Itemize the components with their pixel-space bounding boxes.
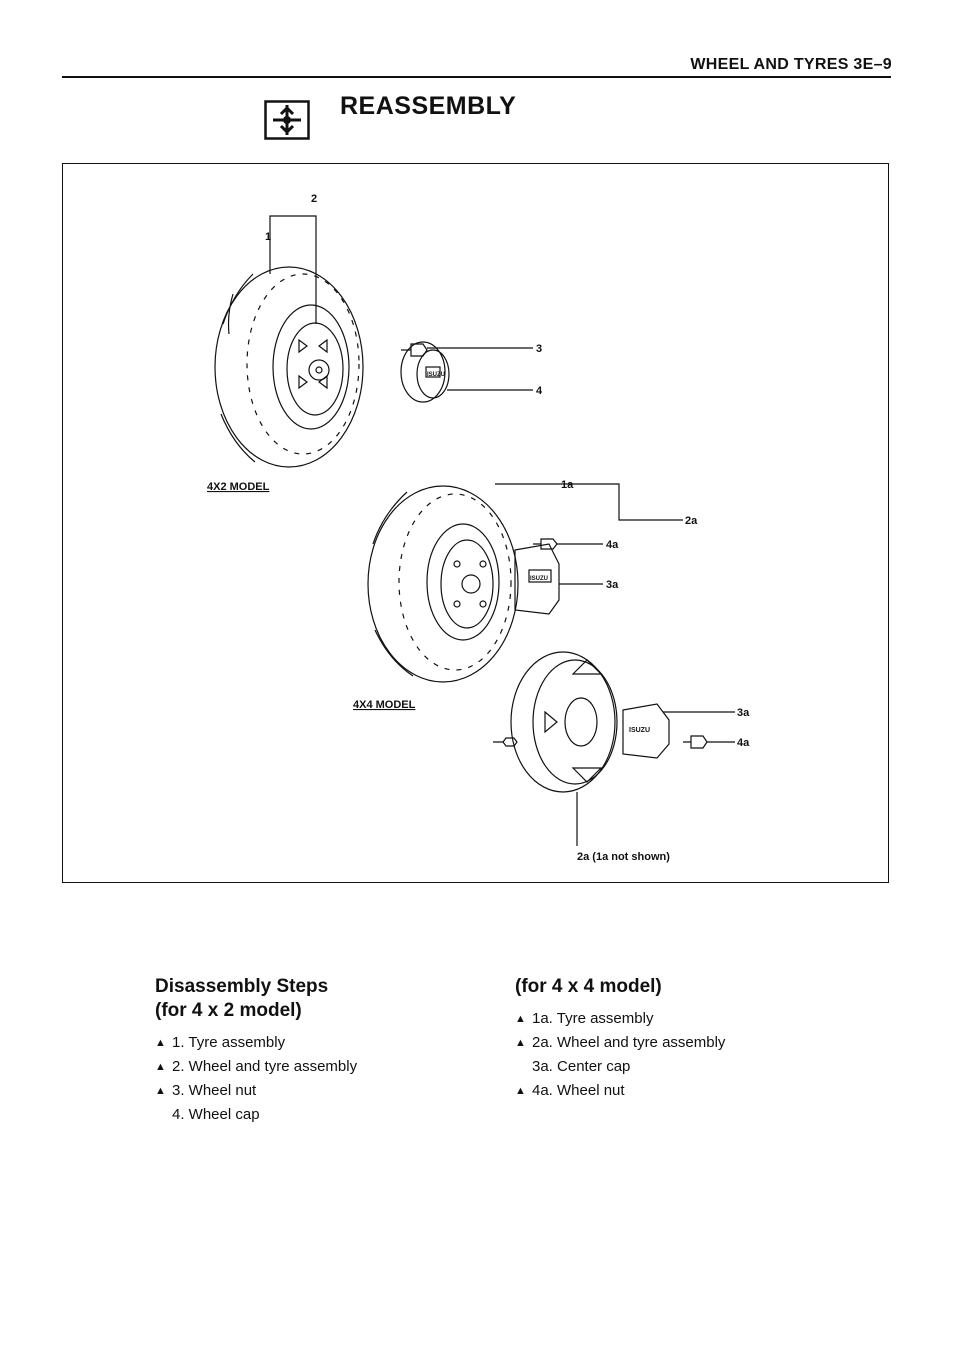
model-label-4x2: 4X2 MODEL: [207, 481, 270, 493]
callout-line-1-2: [269, 215, 317, 324]
page-header: WHEEL AND TYRES 3E–9: [690, 56, 892, 73]
wheel-cap-4: [400, 341, 450, 403]
callout-1: 1: [265, 231, 271, 243]
tyre-4x4: [367, 485, 519, 683]
list-item: ▲3. Wheel nut: [155, 1079, 357, 1103]
list-item: ▲4a. Wheel nut: [515, 1079, 725, 1103]
triangle-icon: ▲: [515, 1013, 526, 1025]
triangle-icon: ▲: [155, 1085, 166, 1097]
steps-4x4: (for 4 x 4 model) ▲1a. Tyre assembly ▲2a…: [515, 975, 725, 1103]
callout-2: 2: [311, 193, 317, 205]
triangle-icon: ▲: [515, 1037, 526, 1049]
list-item: ▲1. Tyre assembly: [155, 1031, 357, 1055]
callout-2a-note: 2a (1a not shown): [577, 851, 670, 863]
triangle-icon: ▲: [155, 1037, 166, 1049]
list-item: 3a. Center cap: [532, 1058, 631, 1075]
list-item: 4. Wheel cap: [172, 1106, 260, 1123]
model-label-4x4: 4X4 MODEL: [353, 699, 416, 711]
steps-subheading-4x4: (for 4 x 4 model): [515, 976, 662, 997]
header-rule: [62, 76, 891, 78]
callout-4a-lower: 4a: [737, 737, 750, 749]
steps-subheading-4x2: (for 4 x 2 model): [155, 1000, 302, 1021]
callout-4: 4: [536, 385, 543, 397]
wheel-diagram-svg: 2 1 3 4 4X2 MODEL 1a 2a 4a 3a 4X4 MODEL …: [207, 193, 750, 863]
alloy-wheel-4x4: [493, 651, 618, 793]
steps-list-4x4: ▲1a. Tyre assembly ▲2a. Wheel and tyre a…: [515, 1007, 725, 1103]
wheel-nut-4a-lower: [683, 735, 708, 749]
center-cap-3a-lower: [622, 703, 670, 759]
exploded-diagram: 2 1 3 4 4X2 MODEL 1a 2a 4a 3a 4X4 MODEL …: [62, 163, 889, 883]
steps-list-4x2: ▲1. Tyre assembly ▲2. Wheel and tyre ass…: [155, 1031, 357, 1127]
section-title: REASSEMBLY: [340, 92, 517, 120]
callout-line-1a-2a: [495, 483, 683, 521]
steps-4x2: Disassembly Steps (for 4 x 2 model) ▲1. …: [155, 975, 357, 1127]
list-item: ▲2. Wheel and tyre assembly: [155, 1055, 357, 1079]
callout-4a: 4a: [606, 539, 619, 551]
list-item: ▲1a. Tyre assembly: [515, 1007, 725, 1031]
reassembly-icon: [264, 100, 310, 140]
callout-3a-lower: 3a: [737, 707, 750, 719]
tyre-4x2: [214, 266, 364, 468]
center-cap-3a: [514, 543, 560, 615]
callout-3a: 3a: [606, 579, 619, 591]
callout-2a: 2a: [685, 515, 698, 527]
list-item: ▲2a. Wheel and tyre assembly: [515, 1031, 725, 1055]
cap-logo-4: ISUZU: [427, 372, 445, 378]
cap-logo-3a-lower: ISUZU: [629, 727, 650, 734]
wheel-nut-4a: [533, 538, 558, 550]
steps-heading: Disassembly Steps: [155, 976, 329, 997]
triangle-icon: ▲: [515, 1085, 526, 1097]
cap-logo-3a: ISUZU: [530, 576, 548, 582]
callout-3: 3: [536, 343, 542, 355]
triangle-icon: ▲: [155, 1061, 166, 1073]
callout-1a: 1a: [561, 479, 574, 491]
